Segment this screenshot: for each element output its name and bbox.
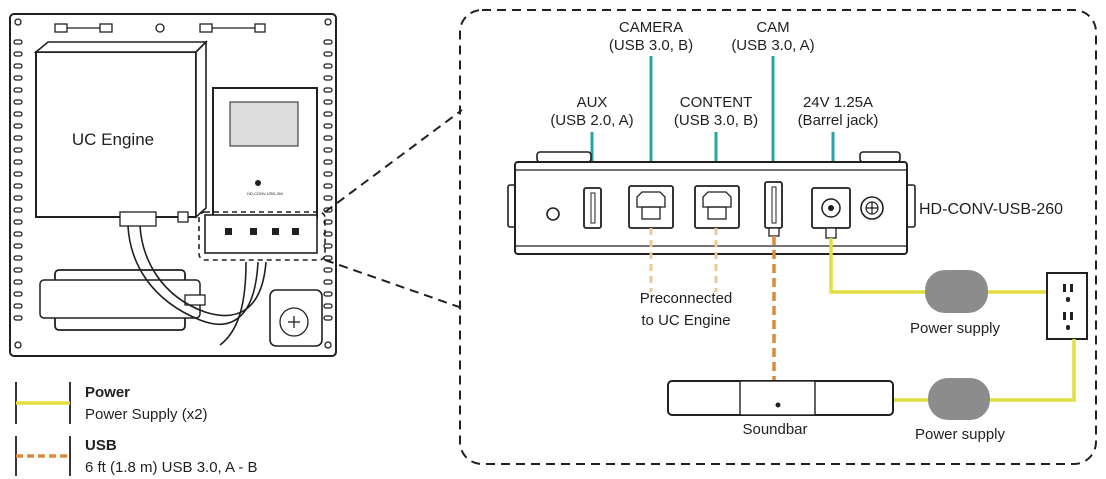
converter-mounted: HD-CONV-USB-260 xyxy=(204,87,318,254)
uc-engine-label: UC Engine xyxy=(72,130,154,149)
status-led xyxy=(546,207,560,221)
top-cable-clips xyxy=(54,23,266,33)
converter-highlight xyxy=(198,211,326,261)
aux-usb-a-port xyxy=(583,187,602,229)
enclosure-left-slots xyxy=(13,39,23,321)
power-supply-2-label: Power supply xyxy=(915,426,1006,443)
enclosure-outlet xyxy=(269,289,323,347)
cam-port-label-line2: (USB 3.0, A) xyxy=(731,37,814,54)
power-cable-converter xyxy=(825,227,1048,294)
cam-usb-a-port xyxy=(764,181,783,229)
power-supply-brick-2 xyxy=(928,378,990,420)
camera-port-label-line1: CAMERA xyxy=(619,19,683,36)
enclosure: UC Engine HD-CONV-USB-260 xyxy=(9,13,337,357)
converter-small-label: HD-CONV-USB-260 xyxy=(247,191,284,196)
aux-port-label-line2: (USB 2.0, A) xyxy=(550,112,633,129)
legend-power: Power Power Supply (x2) xyxy=(15,382,208,424)
wall-outlet-icon xyxy=(1046,272,1088,340)
enclosure-cables xyxy=(127,225,267,346)
legend: Power Power Supply (x2) USB 6 ft (1.8 m)… xyxy=(15,382,258,476)
content-port-label-line2: (USB 3.0, B) xyxy=(674,112,758,129)
content-usb-b-port xyxy=(694,185,740,229)
zoom-line-bottom xyxy=(324,259,463,309)
legend-usb: USB 6 ft (1.8 m) USB 3.0, A - B xyxy=(15,436,258,476)
legend-power-title: Power xyxy=(85,384,130,401)
barrel-jack-port xyxy=(811,187,851,229)
power-supply-brick-1 xyxy=(925,270,988,313)
ground-screw-icon xyxy=(860,196,884,220)
enclosure-power-strip xyxy=(39,269,206,331)
enclosure-screw-holes xyxy=(14,18,332,349)
power-port-label-line1: 24V 1.25A xyxy=(803,94,873,111)
legend-usb-desc: 6 ft (1.8 m) USB 3.0, A - B xyxy=(85,459,258,476)
content-port-label-line1: CONTENT xyxy=(680,94,753,111)
aux-port-label-line1: AUX xyxy=(577,94,608,111)
cam-port-label-line1: CAM xyxy=(756,19,789,36)
power-cable-soundbar xyxy=(893,339,1076,402)
detail-callout-border xyxy=(459,9,1097,465)
soundbar-device xyxy=(667,380,894,416)
uc-engine: UC Engine xyxy=(33,40,208,227)
soundbar-label: Soundbar xyxy=(742,421,807,438)
legend-usb-title: USB xyxy=(85,437,117,454)
power-supply-1-label: Power supply xyxy=(910,320,1001,337)
preconnected-label-line1: Preconnected xyxy=(640,290,733,307)
zoom-line-top xyxy=(324,109,463,213)
usb-cable-to-soundbar xyxy=(768,227,780,380)
legend-power-desc: Power Supply (x2) xyxy=(85,406,208,423)
camera-port-label-line2: (USB 3.0, B) xyxy=(609,37,693,54)
hd-conv-usb-260-device xyxy=(507,151,916,255)
preconnected-label-line2: to UC Engine xyxy=(641,312,730,329)
power-port-label-line2: (Barrel jack) xyxy=(798,112,879,129)
device-label: HD-CONV-USB-260 xyxy=(919,201,1063,218)
preconnected-usb-cables xyxy=(649,228,718,292)
camera-usb-b-port xyxy=(628,185,674,229)
